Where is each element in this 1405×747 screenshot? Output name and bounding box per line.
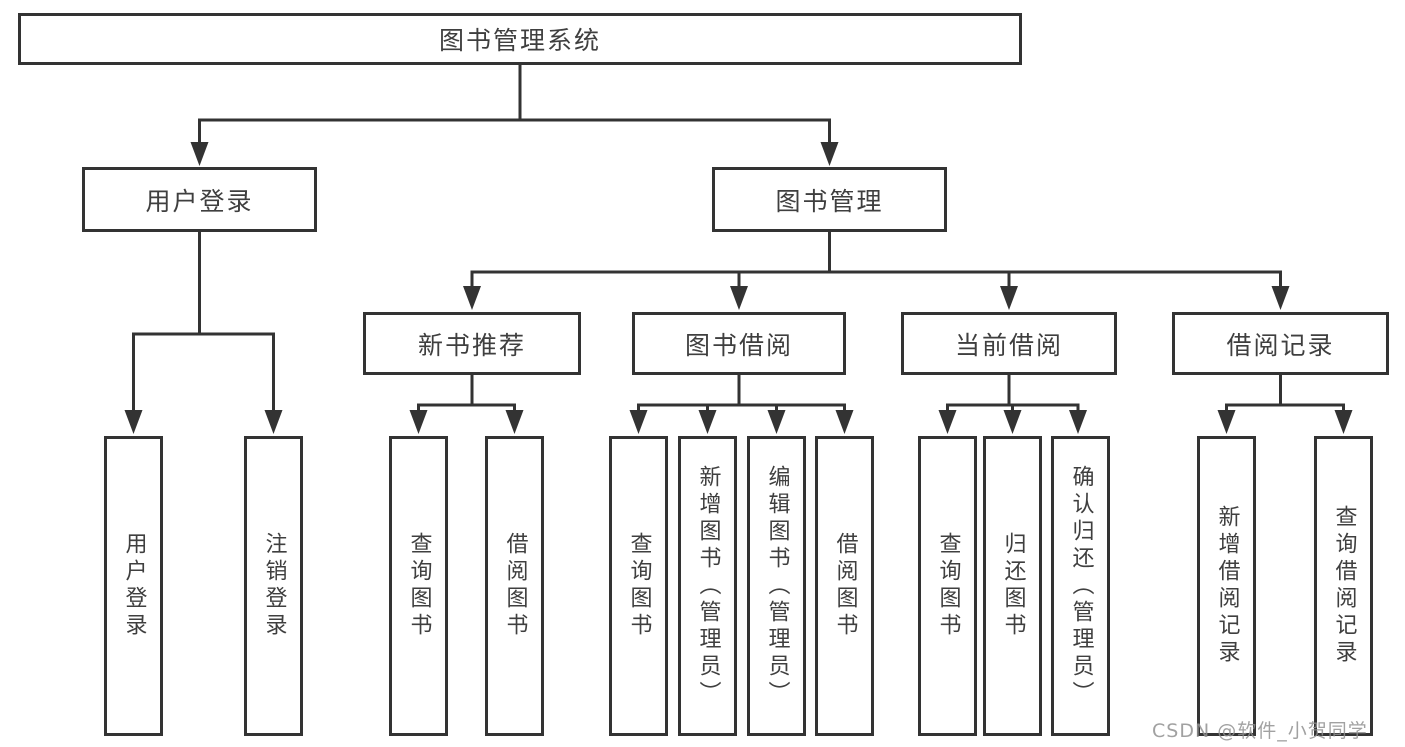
leaf-query-books-current-label: 查询图书 [935,532,961,640]
node-borrowing-records-label: 借阅记录 [1226,330,1335,360]
leaf-query-books-recommend-label: 查询图书 [406,532,432,640]
leaf-query-books-current: 查询图书 [918,436,977,736]
node-new-book-recommend-label: 新书推荐 [417,330,526,360]
leaf-borrow-books-recommend: 借阅图书 [485,436,544,736]
node-user-login: 用户登录 [82,167,317,232]
leaf-query-books-recommend: 查询图书 [389,436,448,736]
leaf-query-books-borrowing-label: 查询图书 [626,532,652,640]
node-current-borrowing: 当前借阅 [901,312,1117,375]
node-book-borrowing-label: 图书借阅 [684,330,793,360]
leaf-logout: 注销登录 [244,436,303,736]
node-book-borrowing: 图书借阅 [632,312,846,375]
leaf-borrow-books: 借阅图书 [815,436,874,736]
connector-root-to-level2 [190,65,839,166]
node-book-management: 图书管理 [712,167,947,232]
node-root-label: 图书管理系统 [438,26,601,55]
leaf-add-books-admin: 新增图书（管理员） [678,436,737,736]
leaf-add-borrow-record: 新增借阅记录 [1197,436,1256,736]
leaf-user-login: 用户登录 [104,436,163,736]
leaf-query-books-borrowing: 查询图书 [609,436,668,736]
leaf-return-books: 归还图书 [983,436,1042,736]
node-root-system: 图书管理系统 [18,13,1022,65]
connector-new-book-children [409,375,524,434]
node-current-borrowing-label: 当前借阅 [954,330,1063,360]
connector-records-children [1217,375,1353,434]
node-borrowing-records: 借阅记录 [1172,312,1389,375]
leaf-add-borrow-record-label: 新增借阅记录 [1214,505,1240,667]
leaf-confirm-return-admin-label: 确认归还（管理员） [1068,464,1094,708]
leaf-logout-label: 注销登录 [261,532,287,640]
leaf-user-login-label: 用户登录 [121,532,147,640]
leaf-edit-books-admin-label: 编辑图书（管理员） [764,464,790,708]
leaf-edit-books-admin: 编辑图书（管理员） [747,436,806,736]
connector-book-borrow-children [629,375,854,434]
node-user-login-label: 用户登录 [145,186,254,216]
connector-book-mgmt-children [463,232,1290,310]
leaf-query-borrow-record: 查询借阅记录 [1314,436,1373,736]
leaf-borrow-books-recommend-label: 借阅图书 [502,532,528,640]
node-book-management-label: 图书管理 [775,186,884,216]
connector-user-login-children [124,232,283,434]
leaf-query-borrow-record-label: 查询借阅记录 [1331,505,1357,667]
leaf-confirm-return-admin: 确认归还（管理员） [1051,436,1110,736]
node-new-book-recommend: 新书推荐 [363,312,581,375]
connector-current-borrow-children [938,375,1087,434]
leaf-return-books-label: 归还图书 [1000,532,1026,640]
leaf-add-books-admin-label: 新增图书（管理员） [695,464,721,708]
csdn-watermark: CSDN @软件_小贺同学 [1152,720,1368,742]
leaf-borrow-books-label: 借阅图书 [832,532,858,640]
